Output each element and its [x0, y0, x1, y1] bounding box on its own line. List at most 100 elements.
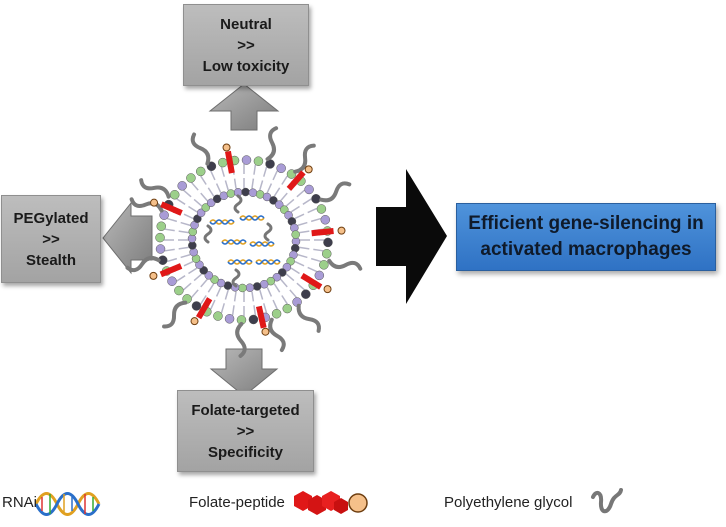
lipid-tail: [207, 283, 215, 293]
lipid-head-outer: [241, 155, 252, 165]
rnai-strand: [239, 215, 265, 221]
folate-peptide-icon: [294, 491, 368, 515]
lipid-head-inner: [274, 200, 284, 209]
lipid-tail: [296, 189, 305, 198]
peg-chain-inner: [263, 222, 273, 242]
pegylated-line-3: Stealth: [25, 251, 76, 269]
rnai-strand: [221, 239, 247, 245]
lipid-tail: [294, 213, 305, 220]
lipid-head-outer: [271, 308, 282, 319]
lipid-head-outer: [320, 215, 331, 225]
lipid-tail: [210, 299, 216, 310]
lipid-head-outer: [195, 166, 206, 177]
pegylated-box: PEGylated >> Stealth: [1, 195, 101, 283]
rnai-strand: [249, 241, 275, 247]
lipid-tail: [183, 260, 194, 267]
lipid-tail: [285, 198, 295, 207]
peg-chain-inner: [233, 194, 243, 214]
peg-chain-inner: [203, 224, 213, 244]
folate-head: [304, 165, 313, 174]
lipid-head-outer: [218, 157, 228, 168]
folate-peptide-segment: [259, 319, 267, 329]
peg-chain: [265, 126, 279, 162]
result-line-1: Efficient gene-silencing in: [468, 213, 704, 234]
lipid-head-outer: [191, 301, 202, 311]
peg-chain: [319, 181, 352, 203]
lipid-tail: [266, 286, 273, 297]
lipid-tail: [188, 205, 198, 213]
peg-chain: [268, 317, 286, 353]
lipid-head-outer: [213, 311, 223, 321]
folate-peptide-segment: [312, 280, 323, 290]
lipid-head-inner: [219, 191, 229, 201]
lipid-tail: [224, 289, 229, 300]
folate-head: [222, 143, 231, 152]
lipid-tail: [273, 187, 281, 197]
result-line-2: activated macrophages: [480, 239, 692, 260]
folate-targeted-line-2: >>: [236, 422, 255, 440]
lipid-tail: [200, 278, 208, 288]
lipid-tail: [180, 253, 191, 259]
lipid-tail: [193, 198, 203, 207]
lipid-tail: [200, 192, 208, 202]
folate-peptide-segment: [255, 305, 264, 315]
lipid-tail: [167, 217, 178, 223]
lipid-tail: [180, 221, 191, 227]
lipid-head-outer: [319, 260, 329, 270]
lipid-tail: [176, 198, 186, 205]
pegylated-line-2: >>: [42, 230, 60, 248]
lipid-tail: [297, 221, 308, 227]
lipid-tail: [193, 273, 203, 282]
lipid-head-outer: [282, 303, 293, 314]
folate-targeted-box: Folate-targeted >> Specificity: [177, 390, 314, 472]
lipid-head-outer: [248, 314, 259, 325]
peg-chain: [293, 143, 316, 174]
lipid-head-inner: [241, 187, 250, 197]
folate-head: [261, 327, 270, 336]
lipid-head-inner: [272, 272, 282, 282]
lipid-head-inner: [201, 203, 210, 212]
lipid-head-outer: [323, 237, 333, 248]
neutral-line-3: Low toxicity: [202, 57, 290, 75]
lipid-tail: [296, 282, 305, 291]
arrow-up: [208, 83, 280, 131]
lipid-head-outer: [167, 276, 177, 286]
lipid-head-inner: [196, 208, 206, 218]
lipid-tail: [285, 273, 295, 282]
lipid-tail: [263, 303, 268, 314]
lipid-head-outer: [314, 270, 325, 281]
lipid-tail: [280, 278, 288, 288]
lipid-tail: [183, 213, 194, 220]
lipid-head-inner: [280, 205, 289, 214]
neutral-line-1: Neutral: [220, 15, 272, 33]
lipid-tail: [299, 246, 310, 250]
legend-rnai-label: RNAi: [2, 494, 38, 511]
lipid-tail: [220, 166, 225, 177]
lipid-head-outer: [155, 232, 165, 243]
liposome-nanoparticle: [125, 126, 363, 358]
lipid-tail: [183, 189, 192, 198]
peg-chain: [296, 303, 321, 333]
lipid-tail: [307, 266, 318, 273]
lipid-tail: [290, 267, 300, 275]
lipid-tail: [310, 257, 321, 263]
lipid-head-inner: [204, 271, 214, 280]
lipid-tail: [176, 275, 186, 282]
lipid-head-inner: [199, 266, 208, 275]
pegylated-line-1: PEGylated: [13, 209, 89, 227]
lipid-head-inner: [269, 196, 278, 205]
lipid-tail: [290, 205, 300, 213]
lipid-head-inner: [248, 188, 258, 197]
lipid-head-outer: [304, 184, 314, 195]
lipid-tail: [302, 198, 312, 205]
lipid-head-outer: [321, 249, 332, 259]
lipid-head-outer: [253, 156, 264, 166]
lipid-tail: [280, 192, 288, 202]
folate-peptide-segment: [160, 201, 170, 211]
lipid-head-outer: [301, 289, 311, 299]
arrow-right-big: [376, 169, 447, 304]
lipid-tail: [289, 289, 297, 298]
folate-head: [337, 226, 346, 235]
lipid-head-outer: [276, 163, 286, 174]
